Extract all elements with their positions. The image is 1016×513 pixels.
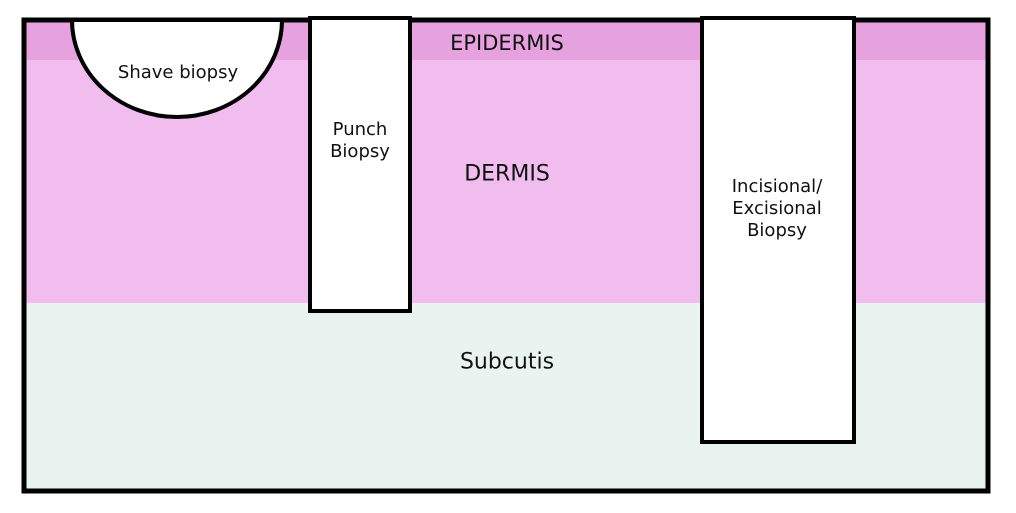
shave-biopsy-region xyxy=(69,18,285,119)
incisional-biopsy-label-line: Incisional/ xyxy=(731,176,823,198)
shave-biopsy-label: Shave biopsy xyxy=(117,62,239,84)
punch-biopsy-region xyxy=(308,16,412,313)
diagram-border xyxy=(21,17,991,494)
incisional-biopsy-region xyxy=(700,16,856,444)
incisional-biopsy-label: Incisional/ Excisional Biopsy xyxy=(732,176,823,242)
punch-biopsy-label: Punch Biopsy xyxy=(330,119,390,163)
epidermis-label: EPIDERMIS xyxy=(450,31,564,56)
punch-biopsy-label-line: Punch xyxy=(332,119,388,141)
incisional-biopsy-label-line: Excisional xyxy=(732,198,822,220)
incisional-biopsy-label-line: Biopsy xyxy=(747,219,807,241)
subcutis-label: Subcutis xyxy=(459,349,555,375)
dermis-label: DERMIS xyxy=(464,161,550,187)
punch-biopsy-label-line: Biopsy xyxy=(330,141,390,162)
